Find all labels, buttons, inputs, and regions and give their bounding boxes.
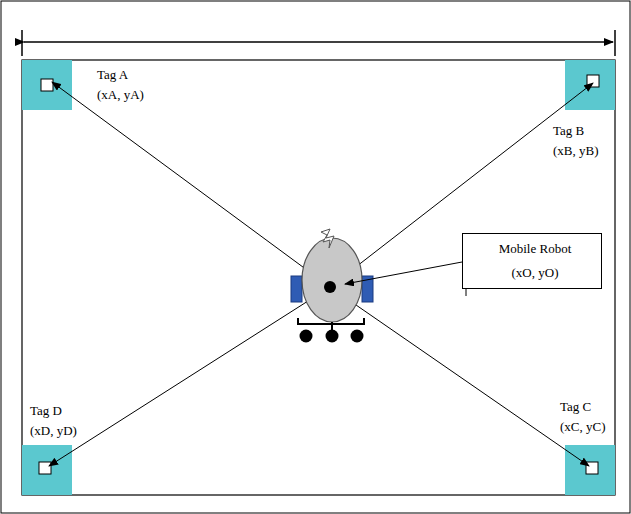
dimension-arrow	[24, 41, 613, 42]
node-title: Tag A	[97, 66, 144, 84]
coordinates: (xC, yC)	[560, 418, 606, 436]
coordinates: (xO, yO)	[479, 264, 591, 282]
callout-arrow	[345, 262, 462, 284]
tag-region	[22, 60, 72, 110]
range-line	[52, 82, 330, 287]
mobile-robot	[291, 229, 373, 343]
tag-label: Tag B (xB, yB)	[553, 122, 599, 160]
range-line	[49, 287, 330, 466]
tag-symbol	[39, 462, 51, 474]
room-boundary	[22, 60, 615, 495]
node-title: Mobile Robot	[479, 240, 591, 258]
dimension-tick	[614, 30, 616, 56]
coordinates: (xA, yA)	[97, 86, 144, 104]
tag-region	[565, 445, 615, 495]
node-title: Tag C	[560, 398, 606, 416]
coordinates: (xB, yB)	[553, 142, 599, 160]
tag-label: Tag D (xD, yD)	[30, 402, 77, 440]
callout-box: Mobile Robot (xO, yO)	[462, 233, 602, 289]
range-line	[330, 287, 589, 466]
tag-label: Tag A (xA, yA)	[97, 66, 144, 104]
node-title: Tag B	[553, 122, 599, 140]
tag-label: Tag C (xC, yC)	[560, 398, 606, 436]
tag-symbol	[587, 75, 599, 87]
tag-symbol	[586, 462, 598, 474]
tag-symbol	[41, 79, 53, 91]
coordinates: (xD, yD)	[30, 422, 77, 440]
dimension-tick	[21, 30, 23, 56]
node-title: Tag D	[30, 402, 77, 420]
tag-region	[22, 445, 72, 495]
